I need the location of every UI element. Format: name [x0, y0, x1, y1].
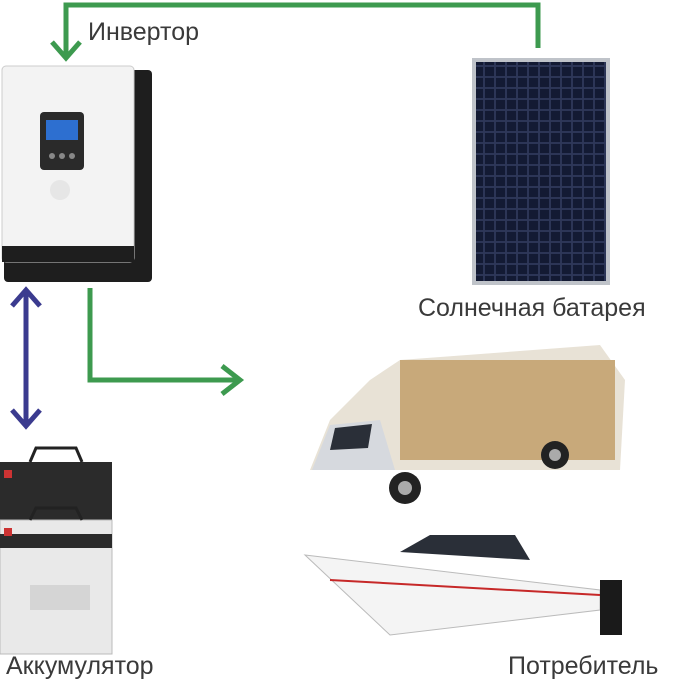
solar-panel-label: Солнечная батарея — [418, 294, 646, 322]
inverter-image — [1, 65, 152, 282]
inverter-label: Инвертор — [88, 18, 200, 46]
battery-label: Аккумулятор — [6, 652, 154, 680]
battery-image — [0, 446, 113, 655]
battery-inverter-double-arrow — [10, 286, 42, 430]
panel-to-inverter-arrow — [50, 2, 541, 62]
motorhome-image — [310, 345, 625, 504]
boat-image — [303, 535, 622, 636]
inverter-to-consumer-arrow — [87, 288, 245, 396]
solar-panel-image — [472, 58, 610, 285]
consumer-label: Потребитель — [508, 652, 659, 680]
